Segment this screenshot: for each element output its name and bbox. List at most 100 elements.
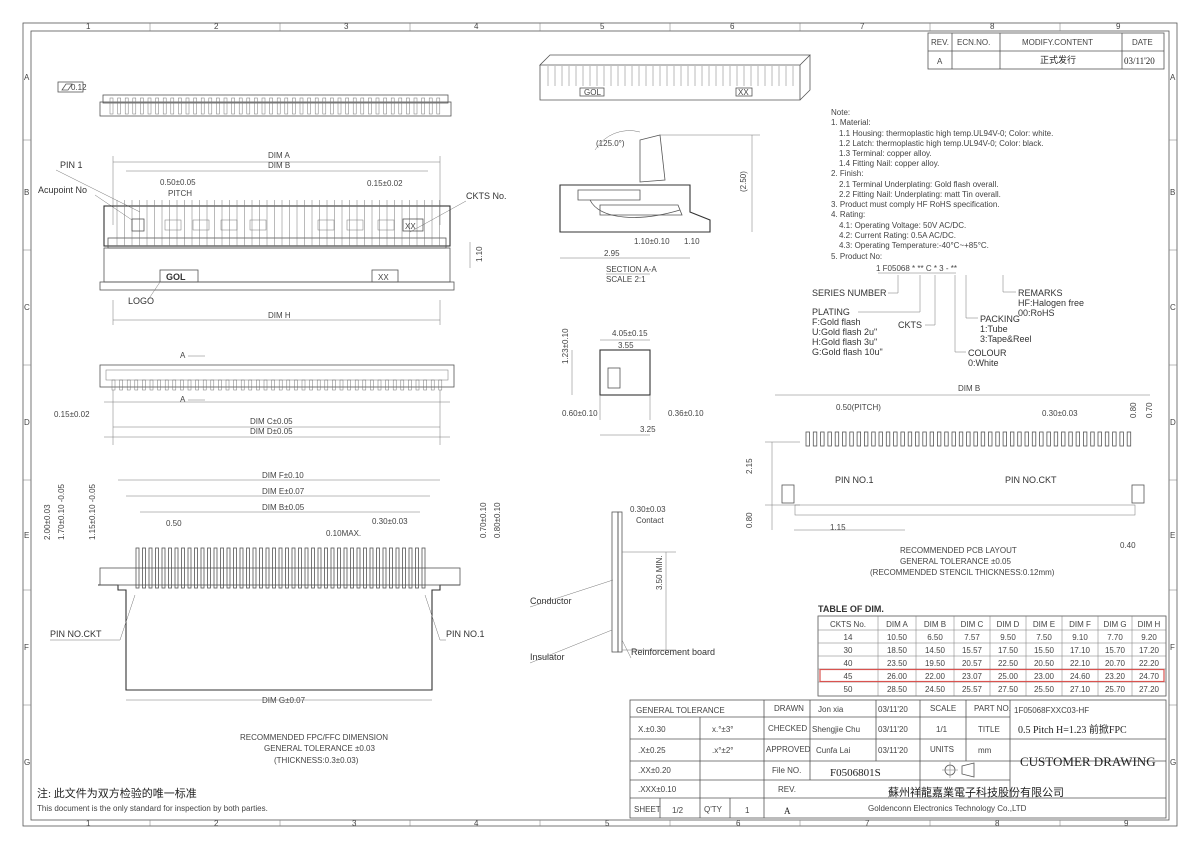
svg-text:0.10MAX.: 0.10MAX. [326, 529, 361, 538]
fpc-finger [304, 547, 309, 589]
svg-text:5: 5 [600, 22, 605, 31]
svg-text:G:Gold flash 10u": G:Gold flash 10u" [812, 347, 883, 357]
fpc-finger [369, 547, 374, 589]
pcb-pad [820, 431, 825, 447]
connector-plan-view: DIM A DIM B 0.50±0.05 PITCH 0.15±0.02 PI… [38, 151, 507, 325]
svg-text:0.80: 0.80 [1129, 402, 1138, 418]
svg-text:1 F05068 * ** C * 3 - **: 1 F05068 * ** C * 3 - ** [876, 264, 957, 273]
terminal-tooth [307, 97, 311, 115]
table-header: DIM A [886, 620, 908, 629]
pcb-pad [922, 431, 927, 447]
terminal-tooth [269, 97, 273, 115]
fpc-finger [207, 547, 211, 589]
table-cell: 27.10 [1070, 685, 1091, 694]
fpc-finger [181, 547, 185, 589]
terminal-lead [263, 379, 268, 391]
grid-row-left: A [24, 73, 30, 82]
terminal-lead [392, 379, 397, 391]
fpc-finger [291, 547, 296, 589]
svg-text:REV.: REV. [931, 38, 949, 47]
part-number: 1F05068FXXC03-HF [1014, 706, 1089, 715]
terminal-lead [240, 379, 245, 391]
connector-side-view: 4.05±0.15 3.55 1.23±0.10 0.60±0.10 0.36±… [561, 328, 704, 436]
fpc-finger [213, 547, 218, 589]
svg-text:HF:Halogen free: HF:Halogen free [1018, 298, 1084, 308]
svg-text:(125.0°): (125.0°) [596, 139, 625, 148]
terminal-lead [218, 379, 222, 391]
pcb-pad [1039, 431, 1044, 447]
terminal-lead [119, 379, 123, 391]
terminal-lead [187, 379, 192, 391]
svg-text:SHEET: SHEET [634, 805, 661, 814]
terminal-tooth [413, 97, 418, 115]
connector-top-view: 0.12 [57, 81, 452, 117]
fpc-finger [252, 547, 257, 589]
terminal-lead [233, 379, 237, 391]
table-cell: 17.20 [1139, 646, 1160, 655]
fpc-finger [330, 547, 335, 589]
svg-text:DIM H: DIM H [268, 311, 291, 320]
svg-text:SCALE 2:1: SCALE 2:1 [606, 275, 646, 284]
svg-text:B: B [1170, 188, 1175, 197]
pcb-pad [893, 431, 898, 447]
terminal-lead [142, 379, 146, 391]
terminal-lead [408, 379, 412, 391]
svg-text:Q'TY: Q'TY [704, 805, 723, 814]
pcb-pad [827, 431, 832, 447]
svg-text:0.60±0.10: 0.60±0.10 [562, 409, 598, 418]
svg-text:F: F [1170, 643, 1175, 652]
terminal-lead [400, 379, 405, 391]
svg-text:0.50: 0.50 [166, 519, 182, 528]
pcb-pad [966, 431, 971, 447]
pcb-pad [1119, 431, 1124, 447]
svg-text:CHECKED: CHECKED [768, 724, 807, 733]
svg-text:1.2 Latch: thermoplastic high: 1.2 Latch: thermoplastic high temp.UL94V… [839, 139, 1044, 148]
svg-text:0:White: 0:White [968, 358, 999, 368]
terminal-tooth [375, 97, 380, 115]
svg-text:SECTION A-A: SECTION A-A [606, 265, 657, 274]
table-cell: 23.20 [1105, 672, 1126, 681]
svg-text:5: 5 [605, 819, 610, 828]
table-cell: 23.00 [1034, 672, 1055, 681]
terminal-lead [362, 379, 367, 391]
svg-text:3. Product must comply HF RoHS: 3. Product must comply HF RoHS specifica… [831, 200, 1000, 209]
svg-text:Insulator: Insulator [530, 652, 565, 662]
svg-text:RECOMMENDED PCB LAYOUT: RECOMMENDED PCB LAYOUT [900, 546, 1017, 555]
svg-text:3: 3 [352, 819, 357, 828]
svg-text:3.50 MIN.: 3.50 MIN. [655, 555, 664, 590]
table-cell: 27.50 [998, 685, 1019, 694]
svg-text:0.50±0.05: 0.50±0.05 [160, 178, 196, 187]
svg-text:A: A [784, 806, 791, 816]
svg-text:0.80±0.10: 0.80±0.10 [493, 502, 502, 538]
svg-text:DIM G±0.07: DIM G±0.07 [262, 696, 306, 705]
terminal-lead [202, 379, 207, 391]
terminal-tooth [421, 97, 425, 115]
grid-labels: 1 2 3 4 5 6 7 8 9 1 2 3 4 5 6 7 8 9 A B … [23, 22, 1177, 828]
terminal-lead [172, 379, 177, 391]
table-cell: 25.70 [1105, 685, 1126, 694]
svg-text:.XXX±0.10: .XXX±0.10 [638, 785, 677, 794]
svg-text:0.30±0.03: 0.30±0.03 [630, 505, 666, 514]
terminal-tooth [147, 97, 152, 115]
svg-text:蘇州祥龍嘉業電子科技股份有限公司: 蘇州祥龍嘉業電子科技股份有限公司 [888, 785, 1064, 799]
svg-text:CKTS No.: CKTS No. [466, 191, 507, 201]
pcb-pad [988, 431, 993, 447]
fpc-finger [272, 547, 276, 589]
svg-text:Note:: Note: [831, 108, 850, 117]
terminal-tooth [390, 97, 395, 115]
svg-text:2. Finish:: 2. Finish: [831, 169, 863, 178]
terminal-lead [324, 379, 329, 391]
svg-text:X.±0.30: X.±0.30 [638, 725, 666, 734]
terminal-tooth [383, 97, 387, 115]
terminal-tooth [170, 97, 175, 115]
table-cell: 17.50 [998, 646, 1019, 655]
table-header: DIM C [961, 620, 984, 629]
svg-text:4.05±0.15: 4.05±0.15 [612, 329, 648, 338]
svg-text:PIN NO.CKT: PIN NO.CKT [50, 629, 102, 639]
terminal-tooth [337, 97, 342, 115]
svg-text:6: 6 [736, 819, 741, 828]
terminal-lead [157, 379, 161, 391]
table-cell: 24.50 [925, 685, 946, 694]
svg-text:E: E [1170, 531, 1175, 540]
terminal-lead [301, 379, 306, 391]
